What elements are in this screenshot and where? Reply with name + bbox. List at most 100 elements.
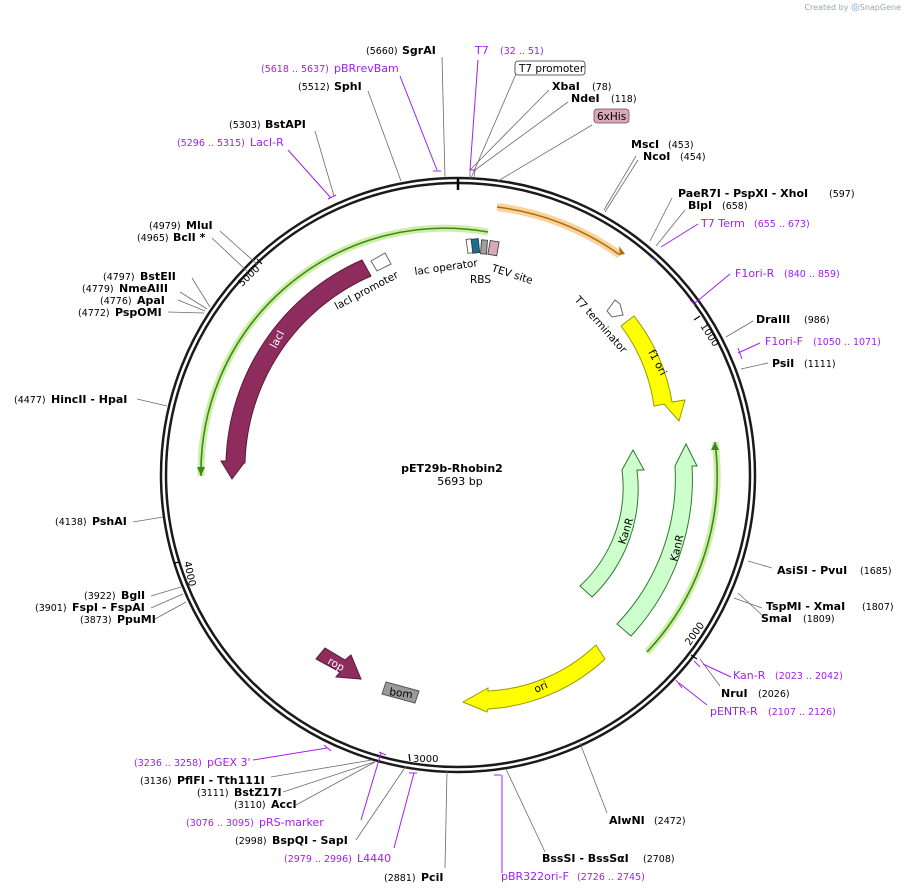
feature-bom: bom (381, 681, 420, 704)
enzyme-blpi: BlpI (688, 199, 712, 212)
primer-range-laci-r: (5296 .. 5315) (177, 138, 245, 149)
his-tag-box (593, 108, 630, 124)
enzyme-pos-fspi: (3901) (35, 603, 67, 614)
primer-range-pgex3: (3236 .. 3258) (134, 758, 202, 769)
enzyme-paer7i-pspxi-xhoi: PaeR7I - PspXI - XhoI (678, 187, 808, 200)
primer-l4440: L4440 (357, 852, 391, 865)
enzyme-pos-paer7i: (597) (829, 189, 855, 200)
enzyme-pos-draiii: (986) (804, 315, 830, 326)
enzyme-hincii-hpai: HincII - HpaI (51, 393, 127, 406)
enzyme-pos-ppumi: (3873) (80, 615, 112, 626)
enzyme-pos-asisi: (1685) (860, 566, 892, 577)
feature-rop: rop (315, 647, 362, 680)
primer-pgex3: pGEX 3' (207, 756, 251, 769)
ori-label: ori (532, 679, 549, 696)
tev-site-label: TEV site (489, 262, 534, 287)
small-features: lac operator RBS TEV site (414, 238, 534, 287)
enzyme-pos-apai: (4776) (100, 296, 132, 307)
enzyme-fspi-fspai: FspI - FspAI (72, 601, 145, 614)
enzyme-alwni: AlwNI (609, 814, 645, 827)
enzyme-ndei: NdeI (571, 92, 600, 105)
primer-range-f1ori-r: (840 .. 859) (784, 269, 840, 280)
rbs-box-1 (470, 238, 481, 254)
primer-labels: T7 (32 .. 51) (5618 .. 5637) pBRrevBam (… (134, 44, 881, 883)
enzyme-pos-blpi: (658) (722, 201, 748, 212)
enzyme-pos-bgli: (3922) (84, 591, 116, 602)
feature-lacI: lacI (220, 259, 372, 480)
enzyme-draiii: DraIII (756, 313, 790, 326)
enzyme-pos-bstz17i: (3111) (197, 788, 229, 799)
enzyme-pos-pshai: (4138) (55, 517, 87, 528)
enzyme-pos-bcli: (4965) (137, 233, 169, 244)
enzyme-acci: AccI (271, 798, 297, 811)
enzyme-psii: PsiI (772, 357, 794, 370)
primer-range-pbr322ori-f: (2726 .. 2745) (577, 872, 645, 883)
bom-label: bom (389, 686, 414, 701)
tev-site-box (487, 239, 500, 257)
enzyme-bgli: BglI (121, 589, 145, 602)
enzyme-pos-ndei: (118) (611, 94, 637, 105)
feature-kanR-inner: KanR (579, 448, 645, 598)
tick-4000: 4000 (181, 560, 197, 587)
enzyme-bstz17i: BstZ17I (234, 786, 282, 799)
enzyme-ncoi: NcoI (643, 150, 670, 163)
t7-promoter-label: T7 promoter (518, 63, 585, 75)
primer-kan-r: Kan-R (733, 669, 766, 682)
enzyme-bstapi: BstAPI (265, 118, 306, 131)
enzyme-pos-pcii: (2881) (384, 873, 416, 884)
t7-promoter-box (514, 60, 586, 76)
rbs-label: RBS (470, 274, 491, 286)
enzyme-nmeaiii: NmeAIII (119, 282, 168, 295)
bp-ticks: 1000 2000 3000 4000 5000 (173, 258, 721, 765)
feature-t7-terminator: T7 terminator (571, 293, 629, 356)
enzyme-pos-ncoi: (454) (680, 152, 706, 163)
enzyme-tspmi-xmai: TspMI - XmaI (766, 600, 845, 613)
enzyme-pos-pflfi: (3136) (140, 776, 172, 787)
watermark-prefix: Created by (804, 3, 849, 12)
primer-range-prs-marker: (3076 .. 3095) (186, 818, 254, 829)
enzyme-ppumi: PpuMI (117, 613, 156, 626)
enzyme-pos-mlui: (4979) (149, 221, 181, 232)
rbs-box-2 (480, 239, 488, 255)
enzyme-pshai: PshAI (92, 515, 127, 528)
enzyme-nrui: NruI (721, 687, 748, 700)
boxed-labels: T7 promoter 6xHis (514, 60, 630, 124)
tick-5000: 5000 (236, 264, 262, 290)
enzyme-pos-tspmi: (1807) (862, 602, 894, 613)
enzyme-pos-nrui: (2026) (758, 689, 790, 700)
enzyme-msci: MscI (631, 138, 659, 151)
enzyme-pos-acci: (3110) (234, 800, 266, 811)
enzyme-pos-hincii: (4477) (14, 395, 46, 406)
enzyme-pos-sphi: (5512) (298, 82, 330, 93)
enzyme-pflfi-tth111i: PflFI - Tth111I (177, 774, 265, 787)
feature-arcs (197, 203, 721, 655)
primer-laci-r: LacI-R (250, 136, 284, 149)
enzyme-pos-bspqi: (2998) (235, 836, 267, 847)
his-tag-label: 6xHis (597, 111, 626, 123)
enzyme-asisi-pvui: AsiSI - PvuI (777, 564, 847, 577)
enzyme-bsssi-bsssai: BssSI - BssSαI (542, 852, 629, 865)
enzyme-pos-pspomi: (4772) (78, 308, 110, 319)
enzyme-bsteii: BstEII (140, 270, 176, 283)
enzyme-pos-bstapi: (5303) (229, 120, 261, 131)
enzyme-sphi: SphI (334, 80, 362, 93)
primer-prs-marker: pRS-marker (259, 816, 324, 829)
snapgene-watermark: Created by ◎SnapGene (804, 2, 901, 13)
tick-3000: 3000 (413, 754, 438, 765)
enzyme-smai: SmaI (761, 612, 792, 625)
primer-t7-term: T7 Term (700, 217, 745, 230)
primer-pbr322ori-f: pBR322ori-F (501, 870, 569, 883)
primer-range-f1ori-f: (1050 .. 1071) (813, 337, 881, 348)
feature-f1-ori: f1 ori (620, 315, 686, 423)
enzyme-mlui: MluI (186, 219, 213, 232)
enzyme-pos-msci: (453) (668, 140, 694, 151)
primer-leaders (252, 59, 761, 873)
primer-pentr-r: pENTR-R (710, 705, 758, 718)
enzyme-bcli: BclI * (173, 231, 206, 244)
tick-1000: 1000 (697, 322, 720, 349)
primer-range-t7: (32 .. 51) (500, 46, 544, 57)
enzyme-pos-bsteii: (4797) (103, 272, 135, 283)
enzyme-pos-nmeaiii: (4779) (82, 284, 114, 295)
enzyme-pos-alwni: (2472) (654, 816, 686, 827)
